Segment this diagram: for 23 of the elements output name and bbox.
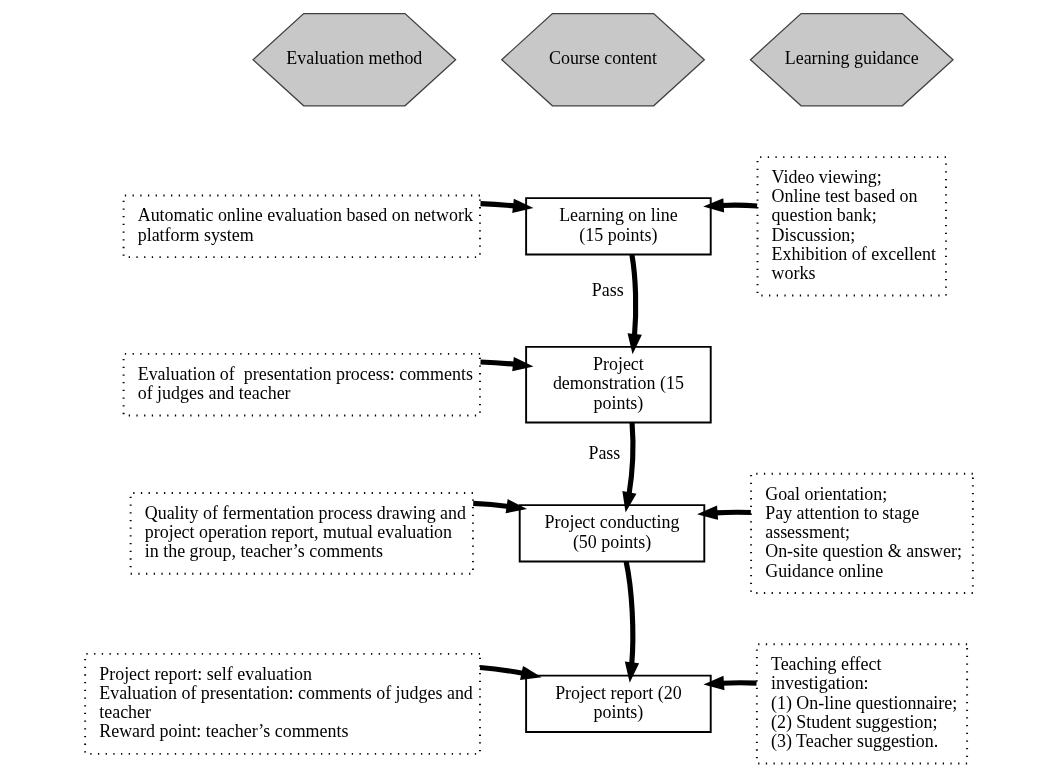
arrow	[627, 254, 642, 355]
arrow	[623, 561, 639, 683]
arrow	[621, 422, 636, 513]
arrow	[479, 356, 533, 372]
arrow	[472, 499, 527, 514]
arrow	[696, 505, 751, 520]
node-box: Project conducting (50 points)	[518, 504, 705, 563]
node-box: Goal orientation; Pay attention to stage assessment; On-site question & answer; Guidance online	[749, 472, 974, 594]
arrow	[702, 198, 757, 213]
node-box: Video viewing; Online test based on question bank; Discussion; Exhibition of excellent works	[756, 156, 947, 297]
arrow	[702, 675, 757, 691]
arrow	[479, 664, 542, 681]
edge-label: Pass	[587, 443, 620, 464]
node-box: Project report (20 points)	[524, 674, 712, 733]
node-box: Project report: self evaluation Evaluation of presentation: comments of judges and teacher Reward point: teacher’s comments	[83, 652, 481, 755]
node-box: Automatic online evaluation based on network platform system	[122, 194, 481, 259]
node-box: Evaluation of presentation process: comments of judges and teacher	[122, 352, 481, 417]
edge-label: Pass	[591, 279, 624, 300]
node-box: Teaching effect investigation: (1) On-line questionnaire; (2) Student suggestion; (3) Teacher suggestion.	[755, 643, 968, 765]
node-box: Quality of fermentation process drawing and project operation report, mutual evaluation in the group, teacher’s comments	[129, 492, 474, 575]
node-box: Project demonstration (15 points)	[524, 345, 712, 424]
arrow	[479, 198, 533, 213]
node-box: Learning on line (15 points)	[524, 197, 712, 256]
